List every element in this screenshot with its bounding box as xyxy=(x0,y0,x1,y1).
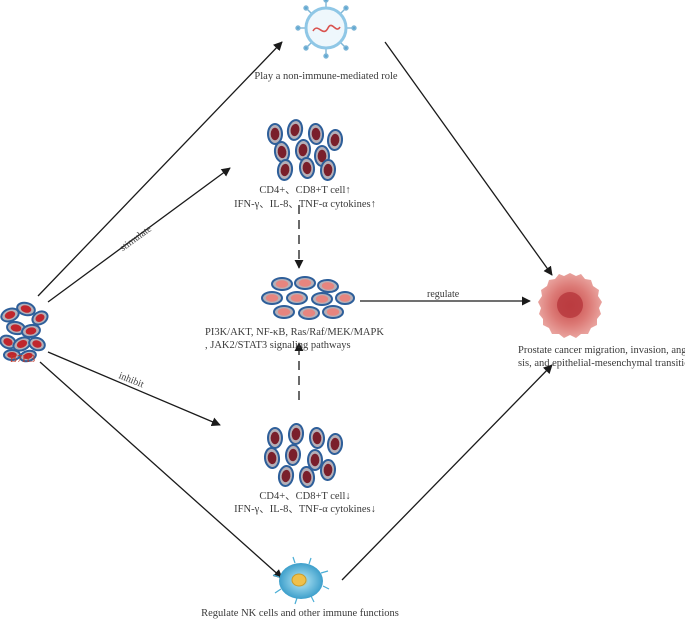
cell xyxy=(28,336,46,352)
cell xyxy=(319,159,337,181)
inhibited-t-cell-cluster xyxy=(263,423,344,488)
cell xyxy=(273,305,295,319)
cell xyxy=(294,276,316,290)
arrows xyxy=(37,41,553,581)
cell xyxy=(276,159,294,181)
cell xyxy=(0,307,20,323)
cell xyxy=(298,466,316,488)
cell xyxy=(307,123,325,145)
arrow-nk-to-tumor xyxy=(341,364,553,581)
arrow-b7h3-to-virus xyxy=(37,41,283,297)
b7h3-cell-cluster xyxy=(0,301,49,363)
virus-label: Play a non-immune-mediated role xyxy=(254,71,398,82)
arrow-b7h3-to-nk xyxy=(39,361,283,579)
regulate-edge-label: regulate xyxy=(427,289,460,300)
cell xyxy=(261,291,283,305)
cell xyxy=(286,119,304,141)
stimulated-t-cell-cluster xyxy=(267,119,344,181)
cell xyxy=(307,449,323,471)
cell xyxy=(16,301,36,317)
cell xyxy=(326,129,344,151)
inhibit-line1: CD4+、CD8+T cell↓ xyxy=(259,491,351,502)
inhibit-line2: IFN-γ、IL-8、TNF-α cytokines↓ xyxy=(234,504,376,515)
cell xyxy=(19,349,37,363)
cell xyxy=(322,305,344,319)
cell xyxy=(267,123,283,145)
outcome-line1: Prostate cancer migration, invasion, ang… xyxy=(518,345,685,356)
arrow-b7h3-inhibit xyxy=(47,351,221,426)
cell xyxy=(31,310,49,326)
cell xyxy=(308,427,326,449)
cell xyxy=(311,292,333,306)
cell xyxy=(284,444,302,466)
stimulate-line1: CD4+、CD8+T cell↑ xyxy=(259,185,351,196)
cell xyxy=(319,459,337,481)
cell xyxy=(0,334,17,350)
cell xyxy=(277,465,295,487)
cell xyxy=(298,306,320,320)
arrow-b7h3-stimulate xyxy=(47,167,231,303)
stimulate-line2: IFN-γ、IL-8、TNF-α cytokines↑ xyxy=(234,199,376,210)
cell xyxy=(326,433,344,455)
b7h3-label: B7H3 xyxy=(10,354,36,365)
cell xyxy=(335,291,355,305)
outcome-line2: sis, and epithelial-mesenchymal transiti… xyxy=(518,358,685,369)
nk-cell-icon xyxy=(272,556,330,605)
nk-label: Regulate NK cells and other immune funct… xyxy=(201,608,399,619)
arrow-virus-to-tumor xyxy=(384,41,553,276)
cell xyxy=(294,139,312,161)
virus-icon xyxy=(295,0,357,59)
pathway-line1: PI3K/AKT, NF-κB, Ras/Raf/MEK/MAPK xyxy=(205,327,384,338)
cell xyxy=(263,447,281,469)
cell xyxy=(298,157,316,179)
pathway-line2: , JAK2/STAT3 signaling pathways xyxy=(205,340,351,351)
cell xyxy=(286,291,308,305)
cell xyxy=(271,277,293,291)
cell xyxy=(317,278,339,294)
cell xyxy=(287,423,305,445)
tumor-cell-icon xyxy=(538,273,602,338)
cell xyxy=(21,323,41,339)
cell xyxy=(267,427,283,449)
signaling-cell-cluster xyxy=(261,276,355,320)
